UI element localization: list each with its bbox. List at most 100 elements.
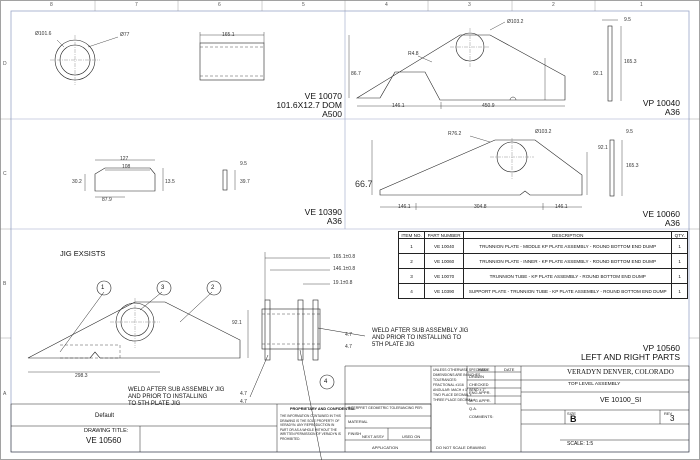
dim-assy-length: 165.1±0.8: [333, 254, 356, 260]
sign-mfg: MFG APPR.: [469, 398, 491, 403]
no-scale-note: DO NOT SCALE DRAWING: [436, 445, 487, 450]
dim-top-width: 127: [120, 156, 129, 162]
weld-size-4: 4.7: [240, 399, 247, 405]
ve10390-edge-view: [222, 169, 236, 191]
dim-right: 146.1: [555, 204, 568, 210]
dim-mid: 92.1: [593, 71, 603, 77]
dim-total-height: 165.3: [624, 59, 637, 65]
dim-assy-offset: 19.1±0.8: [333, 280, 353, 286]
zone-3: 3: [468, 2, 471, 8]
vp10040-part-number: VP 10040: [642, 98, 680, 108]
weld-size-2: 4.7: [345, 344, 352, 350]
dim-edge-height: 39.7: [240, 179, 250, 185]
ve10060-part-number: VE 10060: [642, 209, 680, 219]
proprietary-heading: PROPRIETARY AND CONFIDENTIAL: [290, 407, 356, 411]
zone-b: B: [3, 281, 7, 287]
geometric-note: INTERPRET GEOMETRIC TOLERANCING PER:: [348, 406, 423, 410]
zone-8: 8: [50, 2, 53, 8]
sign-name-header: NAME: [478, 367, 490, 372]
weld-size-1: 4.7: [345, 332, 352, 338]
dim-667: 66.7: [355, 179, 373, 189]
drawing-title: VE 10560: [86, 436, 122, 445]
vp10040-material: A36: [664, 107, 680, 117]
zone-7: 7: [135, 2, 138, 8]
sign-eng: ENG APPR.: [469, 390, 491, 395]
balloon-4-label: 4: [324, 379, 328, 385]
balloon-4: [319, 374, 335, 390]
configuration-name: Default: [95, 413, 115, 419]
dim-base: 87.9: [102, 197, 112, 203]
assembly-side-view: [261, 252, 330, 361]
assembly-description: LEFT AND RIGHT PARTS: [580, 352, 680, 362]
used-on-label: USED ON: [402, 434, 421, 439]
dim-radius: R4.8: [408, 51, 419, 57]
bom-col-item: ITEM NO.: [397, 231, 426, 239]
zone-c: C: [3, 171, 7, 177]
zone-5: 5: [302, 2, 305, 8]
revision: 3: [670, 414, 675, 423]
ve10070-part-number: VE 10070: [304, 91, 342, 101]
bom-col-part: PART NUMBER: [424, 231, 465, 239]
sign-drawn: DRAWN: [469, 374, 484, 379]
title-block-lines: [10, 365, 690, 453]
ve10070-side-view: [199, 32, 265, 81]
sheet-size: B: [570, 414, 577, 424]
dim-height: 86.7: [351, 71, 361, 77]
dim-hole: Ø103.2: [507, 19, 524, 25]
dim-921: 92.1: [598, 145, 608, 151]
assembly-part-number: VP 10560: [642, 343, 680, 353]
dim-side: 30.2: [72, 179, 82, 185]
dim-notch: 13.5: [165, 179, 175, 185]
drawing-title-label: DRAWING TITLE:: [84, 428, 129, 434]
dim-height-2: 165.3: [626, 163, 639, 169]
dim-r762: R76.2: [448, 131, 462, 137]
comments-label: COMMENTS:: [469, 414, 494, 419]
dim-od: Ø101.6: [35, 31, 52, 37]
next-assy-label: NEXT ASSY: [362, 434, 385, 439]
balloon-1: [96, 280, 112, 296]
balloon-3: [156, 280, 172, 296]
dim-length: 165.1: [222, 32, 235, 38]
bom-header: ITEM NO. PART NUMBER DESCRIPTION QTY.: [397, 231, 688, 239]
scale: SCALE: 1:5: [567, 441, 594, 447]
balloon-2: [206, 280, 222, 296]
ve10070-material: A500: [322, 109, 342, 119]
dim-id: Ø77: [120, 32, 130, 38]
bom-col-desc: DESCRIPTION: [463, 231, 673, 239]
sign-qa: Q.A.: [469, 406, 478, 411]
ve10070-stock: 101.6X12.7 DOM: [276, 100, 342, 110]
jig-note: JIG EXSISTS: [60, 249, 106, 258]
vp10040-edge-view: [602, 19, 622, 102]
zone-4: 4: [385, 2, 388, 8]
dim-thick: 9.5: [240, 161, 247, 167]
ve10060-edge-view: [609, 139, 623, 197]
ve10060-plate-view: [371, 135, 588, 210]
assembly-leaders: [59, 291, 366, 460]
weld-note-right: WELD AFTER SUB ASSEMBLY JIG AND PRIOR TO…: [372, 328, 469, 348]
ve10070-end-view: [50, 35, 119, 85]
company-name: VERADYN DENVER, COLORADO: [567, 368, 674, 376]
zone-d: D: [3, 61, 7, 67]
ve10390-part-number: VE 10390: [304, 207, 342, 217]
dim-left: 146.1: [392, 103, 405, 109]
weld-note-left: WELD AFTER SUB ASSEMBLY JIG AND PRIOR TO…: [128, 387, 225, 407]
sign-date-header: DATE: [504, 367, 515, 372]
dim-assy-offset-2: 298.3: [75, 373, 88, 379]
zone-a: A: [3, 391, 7, 397]
drawing-subtitle: TOP LEVEL ASSEMBLY: [568, 382, 621, 387]
drawing-number: VE 10100_SI: [600, 397, 642, 404]
weld-size-3: 4.7: [240, 391, 247, 397]
bom-col-qty: QTY.: [671, 231, 688, 239]
balloon-1-label: 1: [101, 285, 105, 291]
balloon-3-label: 3: [161, 285, 165, 291]
size-label: SIZE: [567, 411, 576, 416]
dim-center: 304.8: [474, 204, 487, 210]
tolerance-block: UNLESS OTHERWISE SPECIFIED: DIMENSIONS A…: [433, 368, 488, 402]
